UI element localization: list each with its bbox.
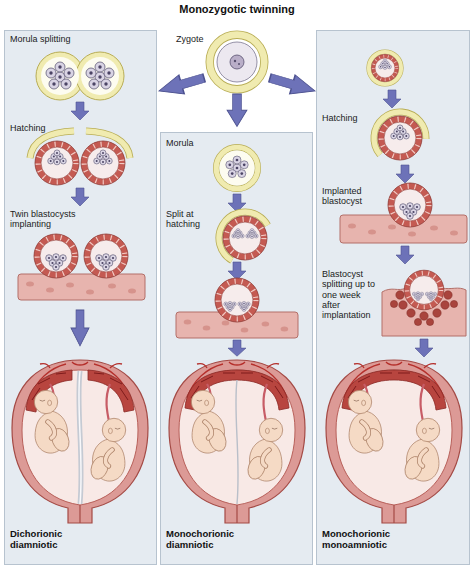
split-hatching: [209, 202, 280, 273]
stage-label: Zygote: [176, 34, 216, 44]
stage-label: Split at hatching: [166, 209, 210, 230]
stage-label: Hatching: [10, 123, 70, 133]
panel-band: Morula splittingHatchingTwin blastocysts…: [4, 30, 157, 565]
panel-fills: [4, 30, 470, 565]
stage-label: Twin blastocysts implanting: [10, 209, 110, 230]
diagram-title: Monozygotic twinning: [0, 3, 474, 16]
stage-label: Morula: [166, 138, 216, 148]
twin-implanting: [18, 234, 145, 300]
single-hatching: [363, 101, 436, 174]
uterus-monochorionic-diamniotic: [169, 360, 305, 523]
uterus-dichorionic-diamniotic: [12, 360, 148, 523]
split-implanted: [176, 278, 298, 338]
zygote: [210, 35, 265, 90]
stage-label: Implanted blastocyst: [322, 186, 380, 207]
morula-splitting: [36, 52, 124, 100]
twin-type-label: Monochorionic diamniotic: [166, 529, 246, 551]
flow-arrows: [71, 68, 433, 357]
stage-label: Morula splitting: [10, 34, 110, 44]
panel-band: MorulaSplit at hatchingMonochorionic dia…: [160, 132, 313, 565]
twin-type-label: Dichorionic diamniotic: [10, 529, 90, 551]
panel-band: HatchingImplanted blastocystBlastocyst s…: [316, 30, 470, 565]
stage-label: Hatching: [322, 113, 378, 123]
twin-type-label: Monochorionic monoamniotic: [322, 529, 402, 551]
twin-hatching: [30, 131, 130, 185]
uterus-monochorionic-monoamniotic: [326, 360, 462, 523]
morula-in-zona: [216, 147, 258, 189]
stage-label: Blastocyst splitting up to one week afte…: [322, 269, 380, 321]
blastocyst-in-zona: [369, 52, 401, 84]
late-splitting: [382, 270, 466, 336]
